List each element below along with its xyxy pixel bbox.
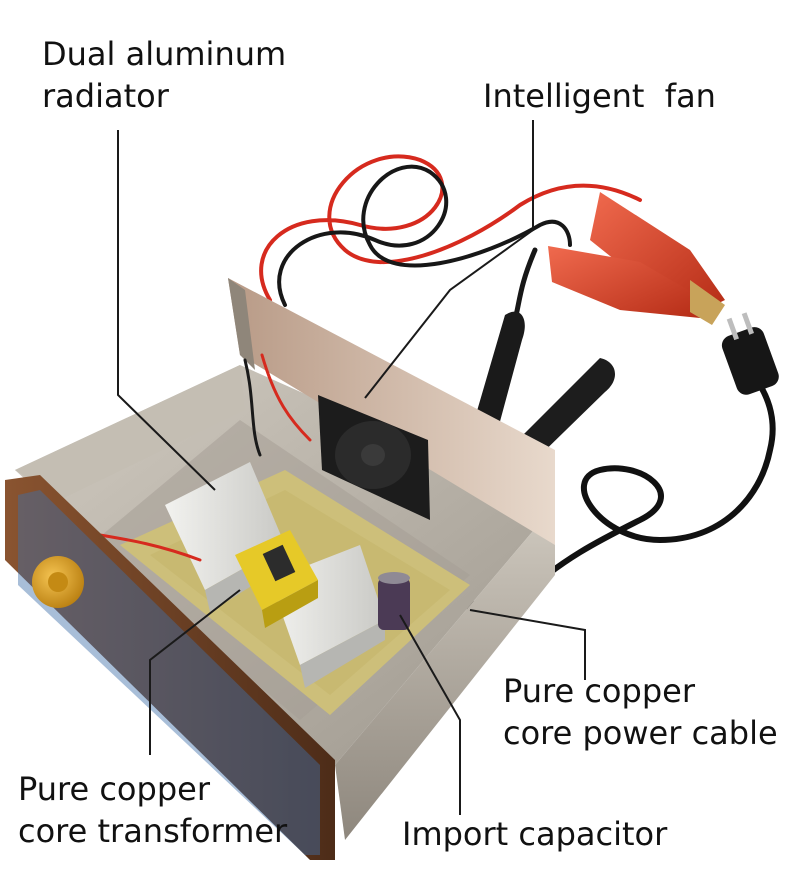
label-power-cable-line-2: core power cable: [503, 714, 778, 752]
label-radiator-line-1: Dual aluminum: [42, 35, 287, 73]
label-transformer-line-2: core transformer: [18, 812, 288, 850]
power-plug: [721, 312, 779, 395]
label-radiator-line-2: radiator: [42, 77, 169, 115]
capacitor: [378, 572, 410, 630]
label-dual-aluminum-radiator: Dual aluminum radiator: [42, 33, 286, 117]
back-panel: [228, 278, 555, 545]
internal-wires: [98, 353, 312, 562]
clip-wires: [259, 154, 643, 323]
leader-lines: [117, 120, 586, 815]
label-transformer-line-1: Pure copper: [18, 770, 210, 808]
label-pure-copper-power-cable: Pure copper core power cable: [503, 670, 778, 754]
fan: [318, 395, 430, 520]
red-clamps: [548, 192, 725, 325]
label-intelligent-fan: Intelligent fan: [483, 77, 716, 115]
label-pure-copper-transformer: Pure copper core transformer: [18, 768, 287, 852]
front-panel: [5, 475, 335, 860]
label-import-capacitor: Import capacitor: [402, 815, 668, 853]
transformer: [235, 530, 318, 628]
label-power-cable-line-1: Pure copper: [503, 672, 695, 710]
